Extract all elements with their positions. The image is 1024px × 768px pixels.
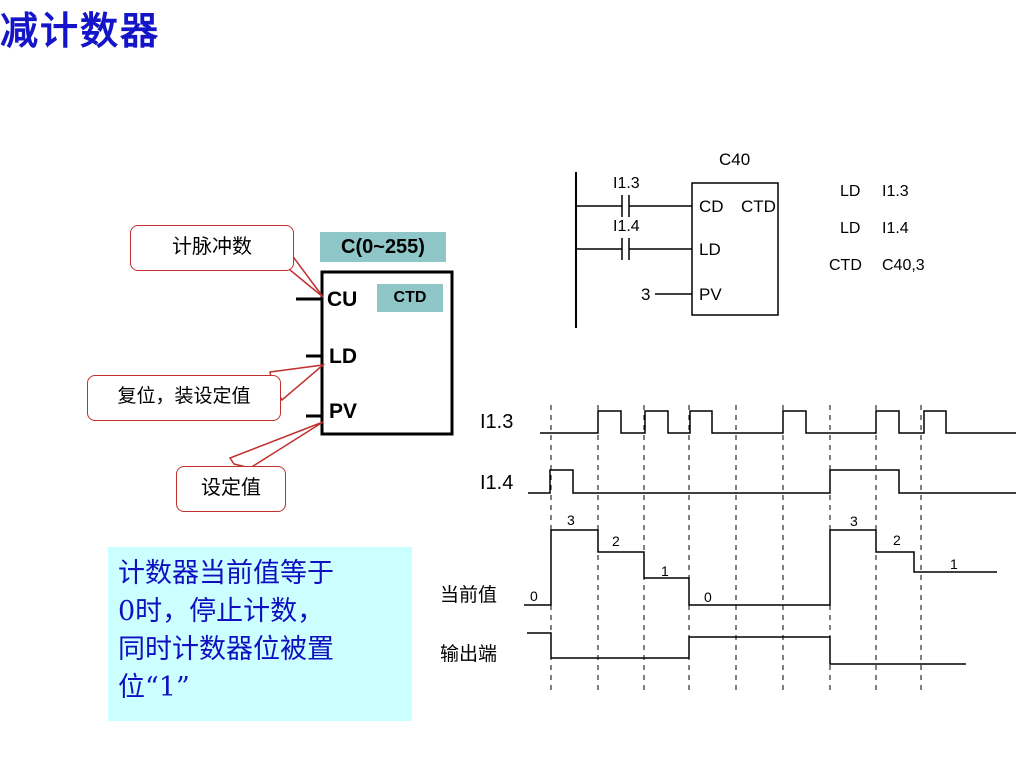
value-label: 2	[612, 533, 620, 549]
note-line: 0时，停止计数，	[118, 596, 325, 627]
contact-i14-label: I1.4	[613, 218, 640, 235]
signal-i14-label: I1.4	[480, 472, 514, 494]
value-label: 1	[661, 563, 669, 579]
pulse-callout: 计脉冲数	[130, 225, 294, 271]
stl-op: CTD	[829, 257, 862, 274]
i14-waveform	[528, 469, 1016, 494]
note-box: 计数器当前值等于 0时，停止计数， 同时计数器位被置 位“1”	[108, 547, 412, 721]
ld-pin-label: LD	[329, 345, 357, 368]
current-value-waveform	[524, 529, 997, 606]
ctd-block-frame	[320, 270, 454, 436]
stl-arg: I1.3	[882, 183, 909, 200]
note-line: 位“1”	[118, 672, 190, 703]
output-label: 输出端	[440, 643, 498, 665]
value-label: 2	[893, 532, 901, 548]
note-line: 计数器当前值等于	[118, 558, 334, 589]
stl-arg: I1.4	[882, 220, 909, 237]
value-label: 1	[950, 556, 958, 572]
i13-waveform	[540, 410, 1016, 434]
timing-guide-lines	[550, 405, 922, 690]
contact-i13-label: I1.3	[613, 175, 640, 192]
value-label: 0	[530, 588, 538, 604]
ladder-counter-box	[691, 182, 779, 316]
preset-callout: 设定值	[176, 466, 286, 512]
preset-callout-pointer	[228, 421, 324, 469]
preset-value-label: 3	[641, 285, 651, 304]
output-waveform	[527, 632, 966, 665]
ladder-pin-cd: CD	[699, 197, 724, 216]
stl-op: LD	[840, 183, 861, 200]
ladder-pin-ld: LD	[699, 240, 721, 259]
note-line: 同时计数器位被置	[118, 634, 334, 665]
pv-pin-label: PV	[329, 400, 358, 423]
ladder-pin-pv: PV	[699, 285, 722, 304]
cu-pin-label: CU	[327, 288, 358, 311]
page-title: 减计数器	[0, 9, 161, 53]
value-label: 0	[704, 589, 712, 605]
signal-i13-label: I1.3	[480, 411, 514, 433]
ladder-pin-ctd: CTD	[741, 197, 776, 216]
counter-type-label: CTD	[377, 284, 443, 312]
stl-op: LD	[840, 220, 861, 237]
current-value-label: 当前值	[440, 584, 498, 606]
reset-callout: 复位，装设定值	[87, 375, 281, 421]
value-label: 3	[850, 513, 858, 529]
ladder-counter-name: C40	[719, 150, 751, 169]
stl-arg: C40,3	[882, 257, 925, 274]
counter-range-label: C(0~255)	[320, 232, 446, 262]
value-label: 3	[567, 512, 575, 528]
